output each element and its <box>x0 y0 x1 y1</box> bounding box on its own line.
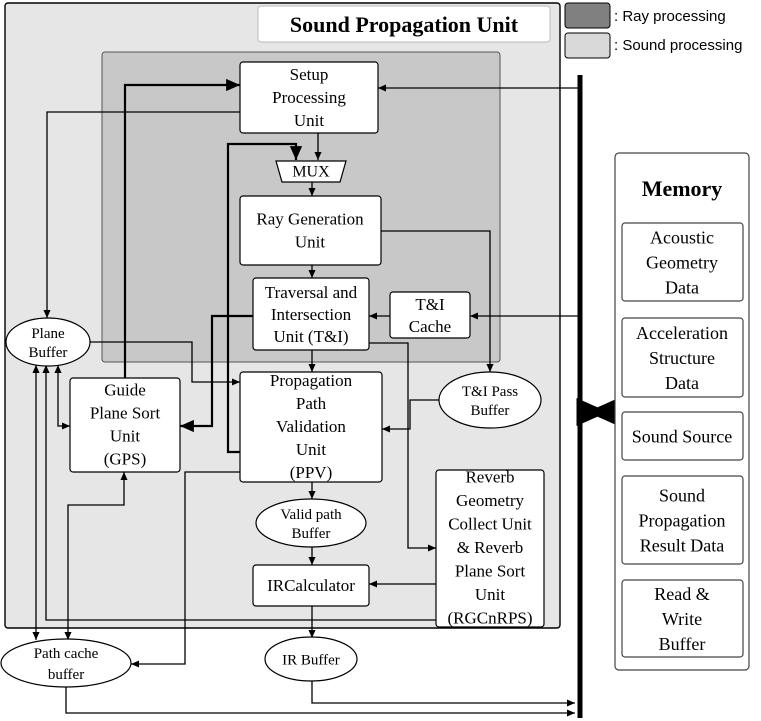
memory-item-label-line: Sound <box>659 485 705 505</box>
plane-buffer-label-line: Plane <box>31 326 65 342</box>
memory-item-label-line: Acceleration <box>636 323 728 343</box>
plane-buffer-to-gps-line <box>54 365 70 430</box>
memory-item-label-line: Buffer <box>659 634 706 654</box>
path-cache-buffer <box>0 638 132 688</box>
reverb-label-line: Plane Sort <box>455 561 526 580</box>
mux-label-line: MUX <box>292 164 330 181</box>
reverb-to-planebuffer-line <box>42 365 436 621</box>
memory-title: Memory <box>642 176 723 201</box>
ti-pass-buffer <box>438 371 542 429</box>
ir-buffer-label-line: IR Buffer <box>282 652 340 668</box>
ticache-label-line: Cache <box>409 317 451 336</box>
memory-item-label-line: Write <box>662 609 702 629</box>
gps-label-line: Plane Sort <box>90 403 161 422</box>
title: Sound Propagation Unit <box>290 12 519 37</box>
ti-pass-label-line: T&I Pass <box>462 384 518 400</box>
propagation-path-validation-unit <box>239 371 383 483</box>
memory-item-box <box>621 579 744 658</box>
ppv-label-line: Validation <box>276 417 346 436</box>
legend-ray-label: : Ray processing <box>614 8 726 25</box>
irbuffer-to-bus-line <box>311 680 575 707</box>
reverb-label-line: & Reverb <box>457 538 524 557</box>
setup-processing-unit <box>239 61 379 134</box>
memory-item-label-line: Sound Source <box>632 426 733 446</box>
raygen-label-line: Unit <box>295 232 326 251</box>
valid-path-buffer <box>255 498 367 548</box>
memory-item-label-line: Data <box>665 277 699 297</box>
gps-label-line: Guide <box>104 380 146 399</box>
guide-plane-sort-unit <box>69 377 181 473</box>
setup-to-plane-buffer-line <box>43 111 240 318</box>
reverb-label-line: Geometry <box>456 491 524 510</box>
ray-generation-unit <box>239 195 382 266</box>
tipass-to-ppv-line <box>382 399 440 433</box>
gps-to-pathcache-line <box>64 472 128 640</box>
gps-label-line: Unit <box>110 426 141 445</box>
memory-item-label-line: Result Data <box>640 535 724 555</box>
legend-sound-label: : Sound processing <box>614 37 742 54</box>
reverb-label-line: Collect Unit <box>448 514 532 533</box>
memory-item-label-line: Read & <box>654 584 710 604</box>
pathcache-to-bus-line <box>65 686 575 717</box>
memory-item-label-line: Acoustic <box>650 227 714 247</box>
ti-pass-label-line: Buffer <box>471 403 510 419</box>
reverb-label-line: (RGCnRPS) <box>447 608 532 627</box>
memory-item-label-line: Structure <box>649 348 715 368</box>
gps-label-line: (GPS) <box>104 449 147 468</box>
ppv-label-line: Propagation <box>270 371 353 390</box>
ppv-label-line: Path <box>296 394 327 413</box>
valid-path-label-line: Buffer <box>292 526 331 542</box>
memory-item-label-line: Propagation <box>639 510 726 530</box>
ti-label-line: Unit (T&I) <box>273 327 348 346</box>
reverb-label-line: Unit <box>475 585 506 604</box>
memory-item-box <box>621 411 744 461</box>
connections <box>32 78 580 717</box>
raygen-label-line: Ray Generation <box>256 209 364 228</box>
plane-buffer-label-line: Buffer <box>29 345 68 361</box>
ticache-label-line: T&I <box>415 295 445 314</box>
ir-buffer <box>264 636 358 682</box>
ti-cache <box>389 291 471 339</box>
ir-calculator <box>252 564 370 607</box>
valid-path-label-line: Valid path <box>280 507 342 523</box>
plane-buffer <box>5 317 91 367</box>
memory-item-box <box>621 317 744 398</box>
ti-label-line: Traversal and <box>265 283 358 302</box>
title-box <box>257 5 551 43</box>
ti-to-reverb-line <box>369 342 436 552</box>
memory-item-label-line: Geometry <box>646 252 718 272</box>
reverb-unit <box>435 469 545 628</box>
ti-to-gps-line <box>180 314 253 433</box>
gps-to-setup-line <box>123 78 240 378</box>
memory-items: AcousticGeometryDataAccelerationStructur… <box>621 222 744 658</box>
memory-item-box <box>621 222 744 302</box>
legend-sound-swatch <box>564 32 611 59</box>
setup-label-line: Processing <box>272 88 346 107</box>
mux <box>275 160 347 183</box>
plane-buffer-to-ppv-line <box>90 341 240 386</box>
ppv-label-line: Unit <box>296 440 327 459</box>
memory-item-label-line: Data <box>665 373 699 393</box>
setup-label-line: Unit <box>294 111 325 130</box>
ircalc-label-line: IRCalculator <box>267 576 355 595</box>
setup-label-line: Setup <box>290 65 329 84</box>
path-cache-label-line: Path cache <box>34 646 99 662</box>
ppv-to-pathcache-line <box>131 471 240 668</box>
ti-label-line: Intersection <box>271 305 352 324</box>
reverb-label-line: Reverb <box>465 467 514 486</box>
raygen-to-tipass-line <box>381 230 494 372</box>
ppv-label-line: (PPV) <box>290 463 333 482</box>
traversal-intersection-unit <box>252 277 370 351</box>
path-cache-label-line: buffer <box>48 667 84 683</box>
legend-ray-swatch <box>564 2 611 29</box>
memory-item-box <box>621 475 744 565</box>
ppv-to-mux-line <box>226 142 303 454</box>
